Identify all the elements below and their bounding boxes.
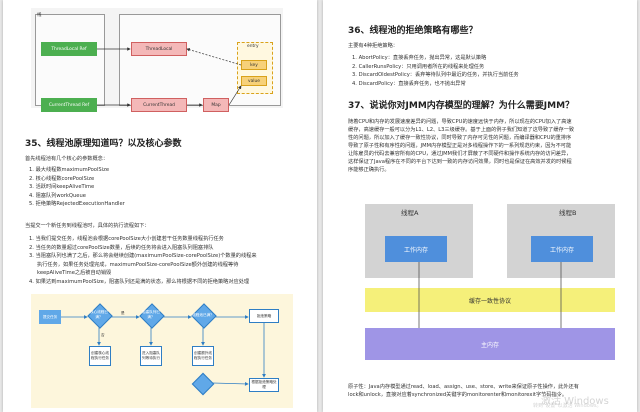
thread-tag: 线 bbox=[37, 13, 42, 18]
q36-title: 36、线程池的拒绝策略有哪些？ bbox=[348, 26, 478, 36]
flow-intro: 当提交一个新任务到线程池时，具体的执行流程如下： bbox=[25, 223, 150, 229]
param-list: 1. 最大线程数maximumPoolSize 2. 核心线程数corePool… bbox=[29, 166, 125, 209]
footer-line: lock和unlock，直接对应着synchronized关键字的monitor… bbox=[348, 392, 568, 398]
paragraph-line: 性的问题，所以加入了缓存一致性协议，同时导致了内存可见性的问题，而编译器和CPU… bbox=[348, 135, 572, 141]
q37-paragraph: 随着CPU和内存的发展速度差异的问题，导致CPU的速度远快于内存，所以现在的CP… bbox=[348, 118, 633, 174]
footer-line: 原子性：Java内存模型通过read、load、assign、use、store… bbox=[348, 384, 579, 390]
queue-full-label: 阻塞队列已满？ bbox=[142, 310, 160, 319]
flow-step: 3. 当阻塞队列也满了之后，那么将会继续创建(maximumPoolSize-c… bbox=[29, 253, 257, 260]
policy-item: 3. DiscardOldestPolicy：丢弃等待队列中最近的任务，并执行当… bbox=[352, 72, 519, 79]
q35-title: 35、线程池原理知道吗？以及核心参数 bbox=[25, 139, 182, 149]
jmm-arrows bbox=[418, 262, 562, 328]
yes-label: 是 bbox=[121, 311, 125, 315]
flow-step: 4. 如果达到maximumPoolSize，阻塞队列还是满的状态，那么将根据不… bbox=[29, 278, 250, 285]
left-page: 线 ThreadLocal Ref ThreadLocal CurrentThr… bbox=[3, 0, 317, 412]
param-item: 1. 最大线程数maximumPoolSize bbox=[29, 167, 110, 173]
no-label: 否 bbox=[101, 333, 105, 337]
policy-item: 4. DiscardPolicy：直接丢弃任务，也不抛出异常 bbox=[352, 80, 466, 87]
core-full-label: 核心线程已满？ bbox=[90, 310, 108, 319]
flow-steps: 1. 当我们提交任务，线程池会根据corePoolSize大小创建若干任务数量线… bbox=[29, 235, 314, 287]
right-page: 36、线程池的拒绝策略有哪些？ 主要有4种拒绝策略： 1. AbortPolic… bbox=[323, 0, 637, 412]
param-item: 3. 活跃时间keepAliveTime bbox=[29, 184, 95, 191]
flow-step: keepAliveTime之后被自动销毁 bbox=[37, 270, 112, 277]
create-core-thread-box: 创建核心线程执行任务 bbox=[89, 346, 111, 366]
paragraph-line: 导致了原子性和有序性的问题，JMM内存模型正是对多线程操作下的一系列规范约束，因… bbox=[348, 143, 572, 149]
submit-task-box: 提交任务 bbox=[39, 310, 61, 324]
q37-title: 37、说说你对JMM内存模型的理解？为什么需要JMM？ bbox=[348, 101, 575, 111]
flow-step: 2. 当任务的数量超过corePoolSize数量，后续的任务将会进入阻塞队列阻… bbox=[29, 244, 214, 251]
threadlocal-arrows bbox=[97, 47, 242, 107]
flow-step: 1. 当我们提交任务，线程池会根据corePoolSize大小创建若干任务数量线… bbox=[29, 236, 224, 242]
thread-stack-frame bbox=[35, 14, 105, 106]
paragraph-line: 序能够正确执行。 bbox=[348, 167, 390, 173]
policy-item: 2. CallerRunsPolicy：只用调用者所在的线程来处理任务 bbox=[352, 63, 485, 70]
handle-by-policy-box: 根据拒绝策略处理 bbox=[249, 378, 279, 392]
policy-item: 1. AbortPolicy：直接丢弃任务，抛出异常，这是默认策略 bbox=[352, 55, 487, 61]
q35-intro: 首先线程池有几个核心的参数概念： bbox=[25, 156, 109, 162]
map-box: Map bbox=[203, 98, 229, 112]
current-thread-ref-box: CurrentThread Ref bbox=[41, 98, 97, 112]
flow-step: 执行任务，如果任务处理完成，maximumPoolSize-corePoolSi… bbox=[37, 261, 239, 268]
paragraph-line: 这样保证了Java程序在不同的平台下达到一致的内存访问效果，同时也是保证在高效并… bbox=[348, 159, 572, 165]
windows-watermark: 激活 Windows bbox=[541, 396, 609, 407]
create-extra-thread-box: 创建额外线程执行任务 bbox=[192, 346, 214, 366]
threadlocal-box: ThreadLocal bbox=[131, 42, 187, 56]
main-memory-box: 主内存 bbox=[365, 328, 615, 360]
param-item: 2. 核心线程数corePoolSize bbox=[29, 175, 95, 182]
work-memory-a: 工作内存 bbox=[385, 236, 447, 262]
value-box: value bbox=[241, 76, 267, 86]
entry-label: entry bbox=[247, 44, 259, 49]
windows-watermark-sub: 转到"设置"以激活 Windows。 bbox=[533, 403, 602, 409]
threadlocal-ref-box: ThreadLocal Ref bbox=[41, 42, 97, 56]
key-box: key bbox=[241, 60, 267, 70]
q36-intro: 主要有4种拒绝策略： bbox=[348, 43, 398, 49]
param-item: 5. 拒绝策略RejectedExecutionHandler bbox=[29, 201, 125, 208]
param-item: 4. 阻塞队列workQueue bbox=[29, 192, 86, 199]
flowchart-arrows bbox=[61, 315, 266, 386]
current-thread-box: CurrentThread bbox=[131, 98, 187, 112]
paragraph-line: 让陈雇员的代码去兼容所有的CPU，通过JMM我们才屏蔽了不同硬件和操作系统内存的… bbox=[348, 151, 572, 157]
thread-a-label: 线程A bbox=[401, 209, 419, 217]
pool-full-label: 线程池已满？ bbox=[192, 312, 214, 317]
policy-list: 1. AbortPolicy：直接丢弃任务，抛出异常，这是默认策略 2. Cal… bbox=[352, 54, 519, 88]
jmm-diagram: 线程A 工作内存 线程B 工作内存 缓存一致性协议 主内存 bbox=[341, 196, 621, 372]
threadlocal-diagram: 线 ThreadLocal Ref ThreadLocal CurrentThr… bbox=[31, 8, 283, 112]
thread-b-label: 线程B bbox=[559, 209, 577, 217]
enqueue-box: 进入阻塞队列等待执行 bbox=[140, 346, 162, 366]
footer-text: 原子性：Java内存模型通过read、load、assign、use、store… bbox=[348, 383, 633, 399]
reject-policy-box: 拒绝策略 bbox=[249, 309, 279, 323]
cache-coherence-protocol-box: 缓存一致性协议 bbox=[365, 288, 615, 312]
threadpool-flowchart: 提交任务 核心线程已满？ 阻塞队列已满？ 线程池已满？ 拒绝策略 创建核心线程执… bbox=[31, 294, 293, 408]
paragraph-line: 随着CPU和内存的发展速度差异的问题，导致CPU的速度远快于内存，所以现在的CP… bbox=[348, 119, 572, 125]
work-memory-b: 工作内存 bbox=[531, 236, 593, 262]
paragraph-line: 缓存，高速缓存一般可以分为L1、L2、L3三级缓存。基于上面的例子我们知道了这导… bbox=[348, 127, 575, 133]
